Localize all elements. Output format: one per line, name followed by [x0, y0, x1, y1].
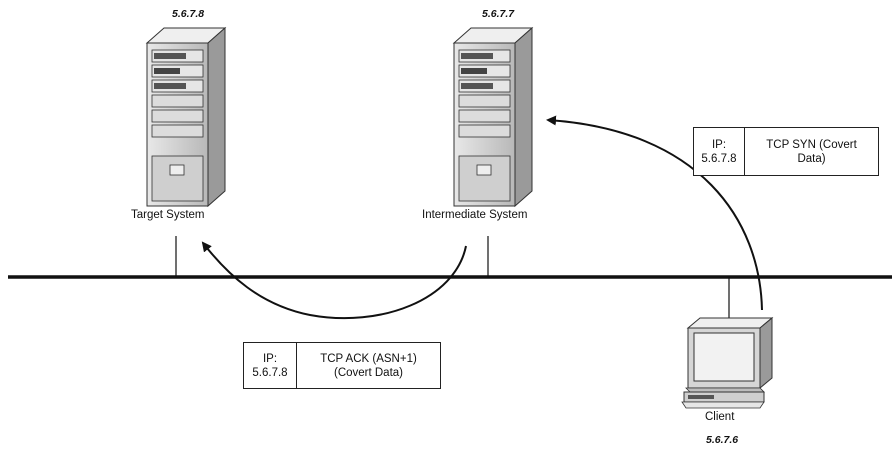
ack-packet-ip-cell: IP: 5.6.7.8 — [244, 343, 297, 388]
syn-packet-payload-cell: TCP SYN (Covert Data) — [745, 128, 878, 175]
ack-packet-ip-value: 5.6.7.8 — [252, 366, 288, 379]
syn-packet-line1: TCP SYN (Covert — [766, 138, 857, 151]
client-label: Client — [705, 411, 735, 423]
syn-packet-box: IP: 5.6.7.8 TCP SYN (Covert Data) — [693, 127, 879, 176]
syn-packet-ip-value: 5.6.7.8 — [701, 152, 737, 165]
syn-packet-ip-cell: IP: 5.6.7.8 — [694, 128, 745, 175]
syn-packet-ip-label: IP: — [711, 138, 727, 151]
ack-packet-line2: (Covert Data) — [333, 366, 404, 379]
intermediate-system-label: Intermediate System — [422, 209, 528, 221]
target-server-icon — [145, 26, 227, 208]
target-system-label: Target System — [131, 209, 205, 221]
syn-arrow — [546, 115, 763, 311]
syn-packet-line2: Data) — [797, 152, 826, 165]
ack-arrow — [201, 241, 467, 320]
client-computer-icon — [681, 316, 774, 409]
ack-packet-box: IP: 5.6.7.8 TCP ACK (ASN+1) (Covert Data… — [243, 342, 441, 389]
client-ip-label: 5.6.7.6 — [706, 434, 739, 446]
ack-packet-line1: TCP ACK (ASN+1) — [320, 352, 417, 365]
ack-packet-payload-cell: TCP ACK (ASN+1) (Covert Data) — [297, 343, 440, 388]
target-ip-label: 5.6.7.8 — [172, 8, 205, 20]
ack-packet-ip-label: IP: — [262, 352, 278, 365]
intermediate-server-icon — [452, 26, 534, 208]
intermediate-ip-label: 5.6.7.7 — [482, 8, 515, 20]
